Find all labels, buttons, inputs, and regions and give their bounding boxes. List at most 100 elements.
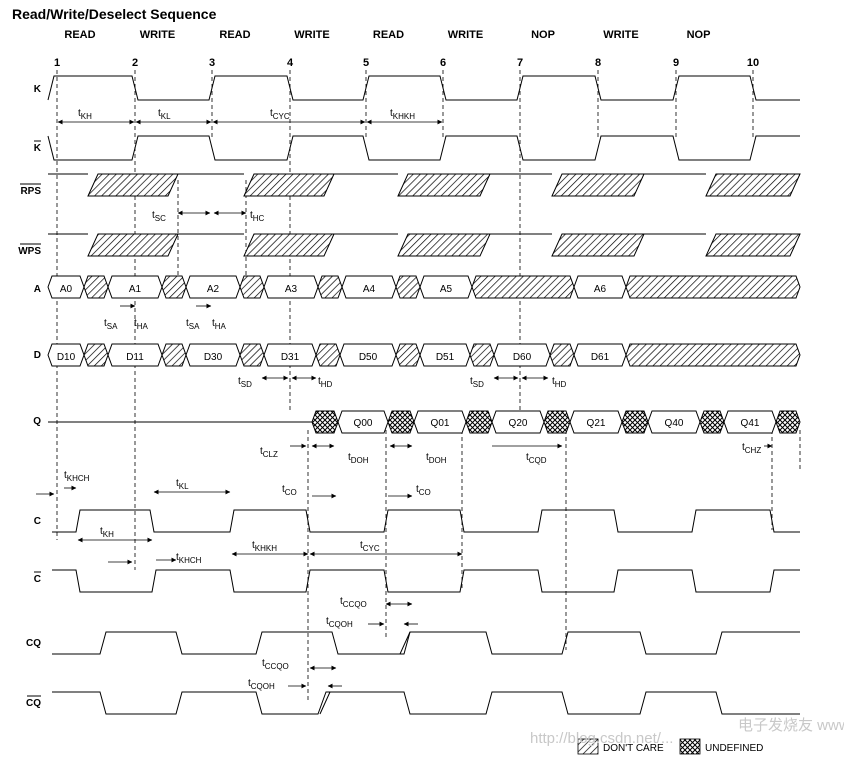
label-tkl: tKL: [158, 108, 171, 121]
label-tcyc: tCYC: [270, 108, 290, 121]
data-in-label-d50: D50: [359, 352, 378, 363]
signal-kbar: K: [34, 143, 42, 154]
data-out-label-q40: Q40: [665, 418, 684, 429]
wps-wave-dont-care-4: [551, 233, 645, 257]
cycle-7: 7: [517, 57, 523, 69]
data-out-label-q01: Q01: [431, 418, 450, 429]
data-in-dont-care-3: [161, 343, 187, 367]
signal-c: C: [34, 516, 41, 527]
data-in-label-d10: D10: [57, 352, 76, 363]
address-dont-care-13: [625, 275, 801, 299]
op-label-5: READ: [373, 29, 404, 41]
data-out-undefined-8: [621, 410, 649, 434]
legend-undefined: UNDEFINED: [705, 743, 763, 754]
label-tdoh-1: tDOH: [348, 452, 369, 465]
rps-wave-dont-care-1: [87, 173, 179, 197]
signal-q: Q: [33, 416, 41, 427]
cycle-1: 1: [54, 57, 60, 69]
label-tdoh-2: tDOH: [426, 452, 447, 465]
reference-dashed-lines: [56, 70, 801, 700]
signal-wps: WPS: [18, 246, 41, 257]
data-in-dont-care-9: [395, 343, 421, 367]
label-tsd-1: tSD: [238, 376, 252, 389]
wps-wave: [48, 233, 801, 257]
label-tkhch-1: tKHCH: [64, 470, 90, 483]
label-tha-1: tHA: [134, 318, 149, 331]
cycle-10: 10: [747, 57, 759, 69]
label-tccqo-1: tCCQO: [340, 596, 367, 609]
label-tkl-c: tKL: [176, 478, 189, 491]
label-thc: tHC: [250, 210, 265, 223]
op-label-2: WRITE: [140, 29, 175, 41]
label-tchz: tCHZ: [742, 442, 761, 455]
label-tkhkh: tKHKH: [390, 108, 415, 121]
data-in-label-d51: D51: [436, 352, 455, 363]
address-label-a1: A1: [129, 284, 142, 295]
data-in-dont-care-5: [239, 343, 265, 367]
data-out-label-q41: Q41: [741, 418, 760, 429]
data-in-label-d30: D30: [204, 352, 223, 363]
rps-wave-dont-care-3: [397, 173, 491, 197]
label-tkh-c: tKH: [100, 526, 114, 539]
op-label-4: WRITE: [294, 29, 329, 41]
label-tha-2: tHA: [212, 318, 227, 331]
cq-uncertainty: [399, 631, 411, 655]
op-label-8: WRITE: [603, 29, 638, 41]
data-out-undefined-2: [387, 410, 415, 434]
op-label-7: NOP: [531, 29, 555, 41]
label-tco-2: tCO: [416, 484, 431, 497]
cycle-8: 8: [595, 57, 601, 69]
waveforms: [47, 75, 801, 715]
data-out-label-q00: Q00: [354, 418, 373, 429]
data-in-label-d61: D61: [591, 352, 610, 363]
op-label-1: READ: [64, 29, 95, 41]
signal-rps: RPS: [20, 186, 41, 197]
data-in-label-d31: D31: [281, 352, 300, 363]
label-tcqoh-2: tCQOH: [248, 678, 275, 691]
data-in-dont-care-13: [549, 343, 575, 367]
data-in-dont-care-15: [625, 343, 801, 367]
cq-wave: [52, 631, 800, 655]
data-in-dont-care-1: [83, 343, 109, 367]
address-dont-care-9: [395, 275, 421, 299]
wps-wave-dont-care-2: [243, 233, 335, 257]
label-tcyc-c: tCYC: [360, 540, 380, 553]
data-in-dont-care-7: [315, 343, 341, 367]
signal-cq: CQ: [26, 638, 41, 649]
diagram-title: Read/Write/Deselect Sequence: [12, 6, 217, 22]
label-tclz: tCLZ: [260, 446, 278, 459]
cycle-5: 5: [363, 57, 369, 69]
address-label-a6: A6: [594, 284, 607, 295]
label-tsa-1: tSA: [104, 318, 118, 331]
wps-wave-dont-care-3: [397, 233, 491, 257]
cbar-clock-wave: [52, 569, 800, 593]
dont-care-swatch: [577, 738, 599, 755]
op-label-6: WRITE: [448, 29, 483, 41]
c-clock-wave: [52, 509, 800, 533]
signal-cqbar: CQ: [26, 698, 41, 709]
label-tkh: tKH: [78, 108, 92, 121]
address-label-a3: A3: [285, 284, 298, 295]
label-tsa-2: tSA: [186, 318, 200, 331]
data-out-undefined-4: [465, 410, 493, 434]
address-label-a4: A4: [363, 284, 376, 295]
cycle-3: 3: [209, 57, 215, 69]
rps-wave: [48, 173, 801, 197]
address-dont-care-7: [317, 275, 343, 299]
signal-a: A: [34, 284, 41, 295]
k-clock-wave: [47, 75, 800, 101]
label-tcqd: tCQD: [526, 452, 547, 465]
label-tsd-2: tSD: [470, 376, 484, 389]
label-tsc: tSC: [152, 210, 166, 223]
signal-d: D: [34, 350, 41, 361]
label-tccqo-2: tCCQO: [262, 658, 289, 671]
legend-dont-care: DON'T CARE: [603, 743, 664, 754]
address-dont-care-11: [471, 275, 575, 299]
data-out-undefined-6: [543, 410, 571, 434]
rps-wave-dont-care-4: [551, 173, 645, 197]
